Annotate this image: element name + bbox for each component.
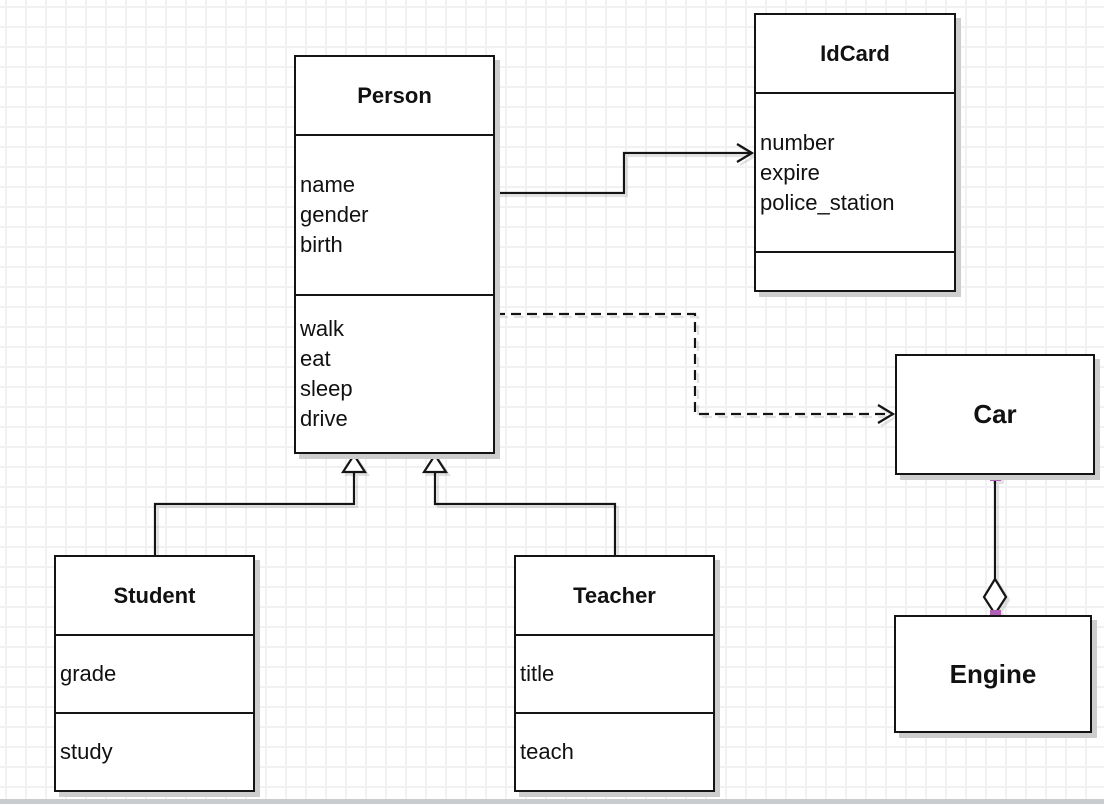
class-engine[interactable]: Engine xyxy=(894,615,1092,733)
connector-endpoint-handle[interactable] xyxy=(990,470,1001,481)
method: teach xyxy=(520,739,574,764)
attribute: grade xyxy=(60,661,117,686)
aggregation-car-engine[interactable] xyxy=(982,470,1008,621)
open-arrowhead-icon xyxy=(736,143,755,163)
attributes-compartment: number expire police_station xyxy=(756,92,954,251)
attribute: birth xyxy=(300,232,343,257)
open-arrowhead-icon xyxy=(877,404,896,424)
dependency-person-car[interactable] xyxy=(495,312,896,424)
generalization-teacher-person[interactable] xyxy=(421,452,617,555)
methods-compartment: teach xyxy=(516,712,713,790)
attribute: police_station xyxy=(760,189,895,215)
class-idcard[interactable]: IdCard number expire police_station xyxy=(754,13,956,292)
attributes-compartment: grade xyxy=(56,634,253,712)
class-car[interactable]: Car xyxy=(895,354,1095,475)
attributes-compartment: title xyxy=(516,634,713,712)
hollow-triangle-icon xyxy=(340,452,368,474)
attribute: expire xyxy=(760,159,820,185)
attribute: name xyxy=(300,172,356,197)
attribute: title xyxy=(520,661,555,686)
attribute: number xyxy=(760,129,835,155)
method: study xyxy=(60,739,113,764)
methods-compartment: walk eat sleep drive xyxy=(296,294,493,452)
class-title: Engine xyxy=(949,658,1037,689)
methods-compartment: study xyxy=(56,712,253,790)
class-title: Student xyxy=(113,582,196,608)
class-student[interactable]: Student grade study xyxy=(54,555,255,792)
method: sleep xyxy=(300,376,353,401)
attributes-compartment: name gender birth xyxy=(296,134,493,294)
methods-compartment xyxy=(756,251,954,290)
attribute: gender xyxy=(300,202,369,227)
canvas-edge-strip xyxy=(0,799,1104,804)
hollow-diamond-icon xyxy=(982,576,1008,617)
class-title: Car xyxy=(973,399,1017,429)
method: drive xyxy=(300,406,348,431)
hollow-triangle-icon xyxy=(421,452,449,474)
method: walk xyxy=(300,316,345,341)
class-teacher[interactable]: Teacher title teach xyxy=(514,555,715,792)
generalization-student-person[interactable] xyxy=(153,452,368,555)
class-title: Teacher xyxy=(573,582,656,608)
class-person[interactable]: Person name gender birth walk eat sleep … xyxy=(294,55,495,454)
method: eat xyxy=(300,346,331,371)
class-title: Person xyxy=(357,82,432,108)
class-title: IdCard xyxy=(820,40,890,66)
association-person-idcard[interactable] xyxy=(495,143,755,195)
